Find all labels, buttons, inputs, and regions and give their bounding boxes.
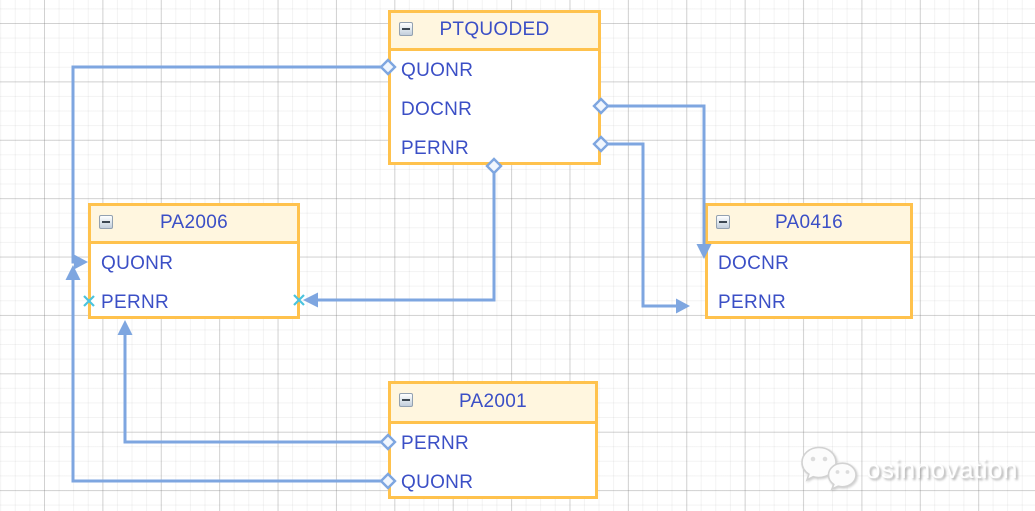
- arrowhead: [676, 298, 690, 314]
- table-title: PA2001: [458, 391, 527, 412]
- field-row[interactable]: QUONR: [391, 463, 595, 502]
- table-header: PA0416: [708, 206, 910, 244]
- field-label: PERNR: [401, 433, 470, 454]
- table-header: PTQUODED: [391, 13, 598, 51]
- arrowhead: [117, 320, 133, 335]
- diamond-endpoint: [485, 157, 503, 175]
- cross-endpoint: [293, 294, 305, 306]
- diamond-endpoint: [379, 58, 397, 76]
- entity-table-pa2006[interactable]: PA2006 QUONR PERNR: [88, 203, 300, 319]
- field-row[interactable]: QUONR: [91, 244, 297, 283]
- diamond-endpoint: [592, 135, 610, 153]
- field-label: QUONR: [101, 253, 174, 274]
- watermark-text: osinnovation: [866, 453, 1018, 484]
- field-label: PERNR: [401, 138, 470, 159]
- minus-glyph: [102, 221, 110, 223]
- diamond-endpoint: [379, 433, 397, 451]
- field-row[interactable]: PERNR: [91, 283, 297, 322]
- arrowhead: [303, 292, 318, 308]
- table-header: PA2001: [391, 384, 595, 424]
- minus-glyph: [719, 221, 727, 223]
- field-label: PERNR: [101, 292, 170, 313]
- field-label: DOCNR: [718, 253, 790, 274]
- table-title: PA0416: [774, 212, 843, 233]
- minus-glyph: [402, 28, 410, 30]
- field-label: PERNR: [718, 292, 787, 313]
- field-label: QUONR: [401, 60, 474, 81]
- field-row[interactable]: DOCNR: [391, 90, 598, 129]
- cross-endpoint: [83, 295, 95, 307]
- field-row[interactable]: PERNR: [391, 129, 598, 168]
- field-row[interactable]: QUONR: [391, 51, 598, 90]
- collapse-icon[interactable]: [399, 393, 413, 407]
- connector-ptquoded-quonr-to-pa2006-quonr[interactable]: [71, 58, 397, 270]
- connector-ptquoded-docnr-to-pa0416-docnr[interactable]: [592, 97, 712, 259]
- arrowhead: [74, 254, 88, 270]
- table-header: PA2006: [91, 206, 297, 244]
- arrowhead: [696, 244, 712, 259]
- field-label: QUONR: [401, 472, 474, 493]
- minus-glyph: [402, 399, 410, 401]
- table-title: PTQUODED: [439, 19, 550, 40]
- field-label: DOCNR: [401, 99, 473, 120]
- field-row[interactable]: DOCNR: [708, 244, 910, 283]
- wechat-logo-icon: [801, 446, 857, 491]
- entity-table-pa2001[interactable]: PA2001 PERNR QUONR: [388, 381, 598, 499]
- field-row[interactable]: PERNR: [391, 424, 595, 463]
- collapse-icon[interactable]: [99, 215, 113, 229]
- collapse-icon[interactable]: [399, 22, 413, 36]
- watermark: osinnovation: [798, 444, 1018, 494]
- entity-table-pa0416[interactable]: PA0416 DOCNR PERNR: [705, 203, 913, 319]
- field-row[interactable]: PERNR: [708, 283, 910, 322]
- connector-pa2001-quonr-to-pa2006[interactable]: [65, 265, 397, 490]
- collapse-icon[interactable]: [716, 215, 730, 229]
- diamond-endpoint: [379, 472, 397, 490]
- entity-table-ptquoded[interactable]: PTQUODED QUONR DOCNR PERNR: [388, 10, 601, 165]
- diamond-endpoint: [592, 97, 610, 115]
- arrowhead: [65, 265, 81, 280]
- connector-ptquoded-to-pa2006-pernr[interactable]: [293, 157, 503, 308]
- connector-pa2001-pernr-to-pa2006[interactable]: [117, 320, 397, 451]
- table-title: PA2006: [159, 212, 228, 233]
- connector-ptquoded-pernr-to-pa0416-pernr[interactable]: [592, 135, 690, 314]
